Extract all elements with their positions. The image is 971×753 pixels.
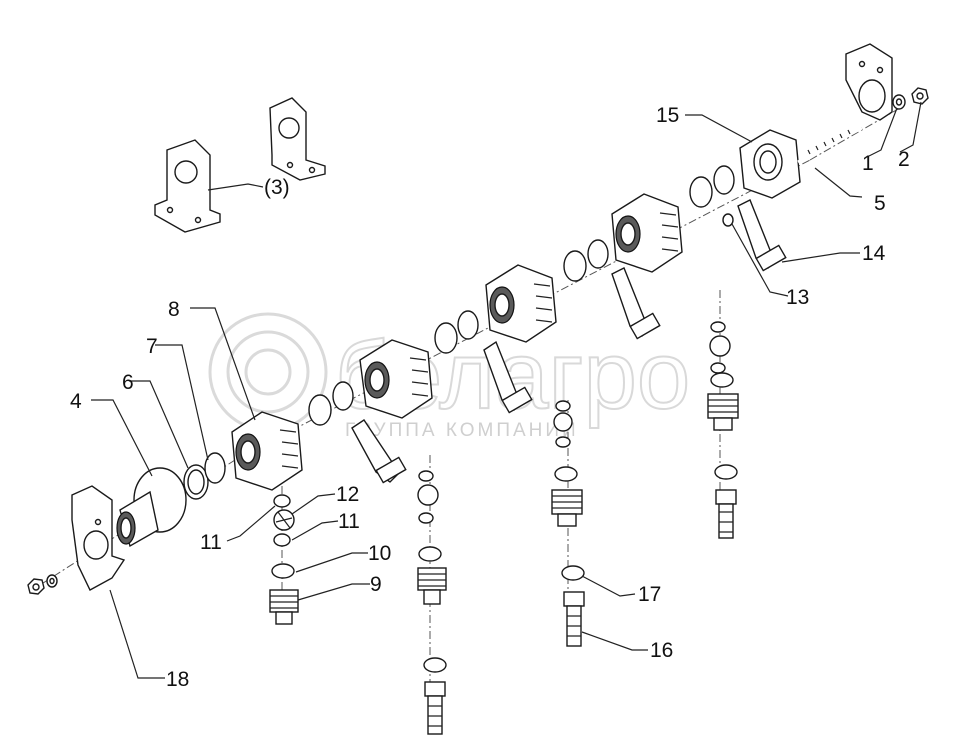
label-11-right: 11 [338, 510, 360, 533]
nut-left-icon [27, 578, 45, 595]
bracket-loose-left-icon [154, 139, 221, 233]
pump-sections [231, 43, 929, 491]
ring-6-icon [183, 464, 209, 500]
housing-section-2-icon [359, 339, 433, 419]
lever-2-icon [483, 340, 533, 414]
oring-11-bottom-icon [273, 533, 291, 547]
label-14: 14 [862, 242, 886, 265]
leader-lines [91, 101, 922, 679]
callout-labels: 1 2 (3) 4 5 6 7 8 9 10 11 11 12 13 14 15… [70, 104, 910, 691]
ring-set-4-icon [689, 165, 735, 208]
outlet-stack-4 [707, 321, 739, 539]
end-plate-15-icon [739, 129, 801, 199]
oring-10-icon [271, 563, 295, 579]
housing-section-3-icon [485, 264, 557, 343]
washer-1-icon [892, 94, 906, 110]
outlet-stack-3 [551, 400, 585, 647]
housing-section-1-icon [231, 411, 303, 491]
washer-left-icon [46, 574, 58, 588]
housing-section-4-icon [611, 193, 683, 273]
lever-1-icon [351, 419, 407, 484]
label-7: 7 [146, 335, 158, 358]
label-12: 12 [336, 483, 359, 506]
nut-2-icon [911, 87, 929, 105]
bracket-right-icon [845, 43, 893, 121]
label-6: 6 [122, 371, 134, 394]
label-5: 5 [874, 192, 886, 215]
watermark-subtitle: ГРУППА КОМПАНИЙ [345, 419, 579, 441]
label-1: 1 [862, 152, 874, 175]
oring-11-top-icon [273, 494, 291, 508]
label-11-left: 11 [200, 531, 222, 554]
oring-7-icon [204, 452, 226, 484]
label-9: 9 [370, 573, 382, 596]
fitting-9-icon [269, 589, 299, 625]
ball-12-icon [273, 509, 295, 531]
label-8: 8 [168, 298, 180, 321]
loose-brackets [154, 97, 326, 233]
valve-levers [351, 199, 787, 484]
label-13: 13 [786, 286, 809, 309]
label-16: 16 [650, 639, 673, 662]
ring-set-3-icon [563, 239, 609, 282]
ring-set-1-icon [308, 381, 354, 426]
label-15: 15 [656, 104, 679, 127]
lever-3-icon [611, 267, 661, 340]
label-4: 4 [70, 390, 82, 413]
label-18: 18 [166, 668, 189, 691]
ring-set-2-icon [434, 310, 479, 354]
bracket-left-icon [71, 485, 126, 591]
tie-rod-5-icon [797, 126, 863, 164]
label-17: 17 [638, 583, 661, 606]
lever-14-icon [737, 199, 787, 272]
outlet-stack-2 [417, 470, 447, 735]
label-10: 10 [368, 542, 391, 565]
flange-cover-icon [116, 467, 187, 548]
label-2: 2 [898, 148, 910, 171]
label-3: (3) [264, 176, 290, 199]
oring-13-icon [722, 213, 734, 227]
bracket-loose-right-icon [269, 97, 326, 181]
outlet-stack-1 [269, 494, 299, 625]
left-end-parts [27, 452, 226, 595]
